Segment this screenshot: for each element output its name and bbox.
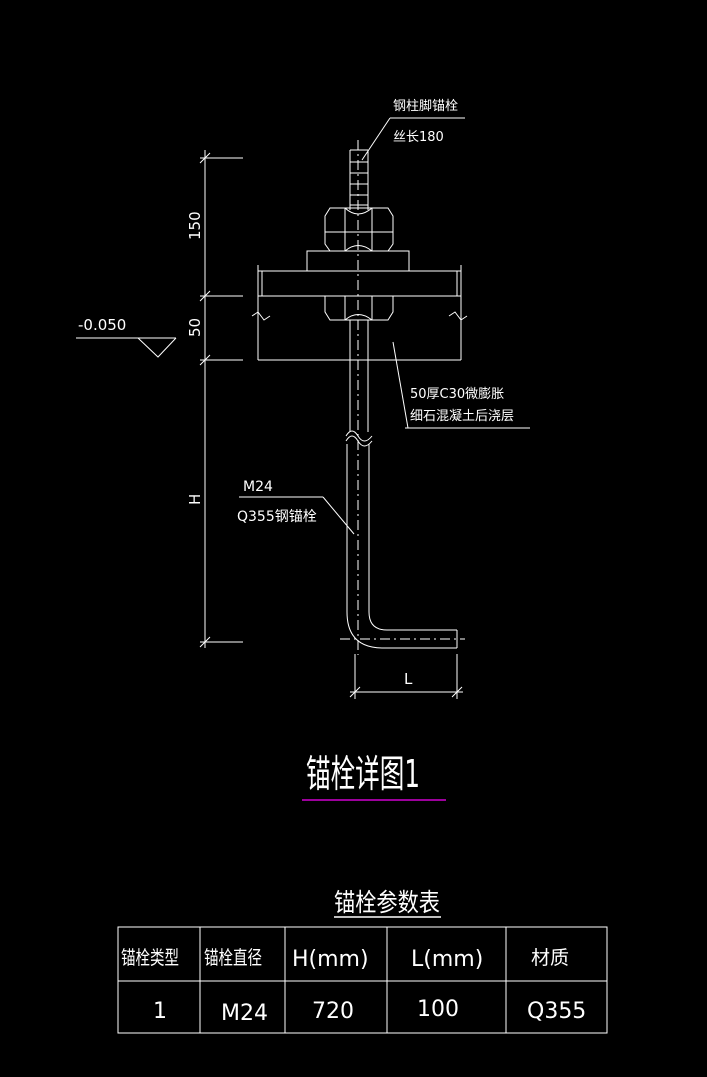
horizontal-dimension: [349, 654, 463, 699]
upper-nuts: [324, 207, 394, 252]
bolt-name-label: 钢柱脚锚栓: [393, 98, 458, 114]
bolt-shank: [345, 320, 458, 649]
size-leader: [239, 496, 355, 535]
bolt-leader: [361, 117, 465, 161]
dim-50-label: 50: [186, 318, 204, 337]
table-header-material: 材质: [531, 947, 569, 969]
vertical-dimension: [199, 150, 243, 648]
table-header-type: 锚栓类型: [121, 947, 179, 969]
table-cell-type: 1: [153, 999, 167, 1024]
grout-layer: [251, 300, 468, 361]
table-title: 锚栓参数表: [334, 888, 440, 917]
drawing-title: 锚栓详图1: [306, 752, 420, 796]
bolt-centerline: [340, 140, 465, 655]
grout-label-line1: 50厚C30微膨胀: [410, 387, 504, 402]
parameter-table: [117, 926, 608, 1034]
table-cell-l: 100: [417, 997, 459, 1022]
table-header-h: H(mm): [292, 947, 369, 972]
bolt-material-label: Q355钢锚栓: [237, 509, 317, 525]
table-header-diameter: 锚栓直径: [204, 947, 262, 969]
table-cell-material: Q355: [527, 999, 586, 1024]
table-cell-h: 720: [312, 999, 354, 1024]
bolt-thread: [349, 149, 369, 210]
thread-length-label: 丝长180: [393, 130, 444, 145]
table-header-l: L(mm): [411, 947, 483, 972]
dim-h-label: H: [186, 494, 204, 505]
table-cell-diameter: M24: [221, 1001, 268, 1026]
dim-150-label: 150: [186, 211, 204, 240]
grout-leader: [392, 341, 530, 429]
elevation-marker: [76, 337, 177, 358]
dim-l-label: L: [404, 670, 413, 688]
bolt-size-label: M24: [243, 479, 273, 495]
elevation-label: -0.050: [78, 316, 126, 334]
grout-label-line2: 细石混凝土后浇层: [410, 408, 514, 424]
base-plate: [257, 265, 462, 300]
lower-nut: [324, 295, 394, 321]
